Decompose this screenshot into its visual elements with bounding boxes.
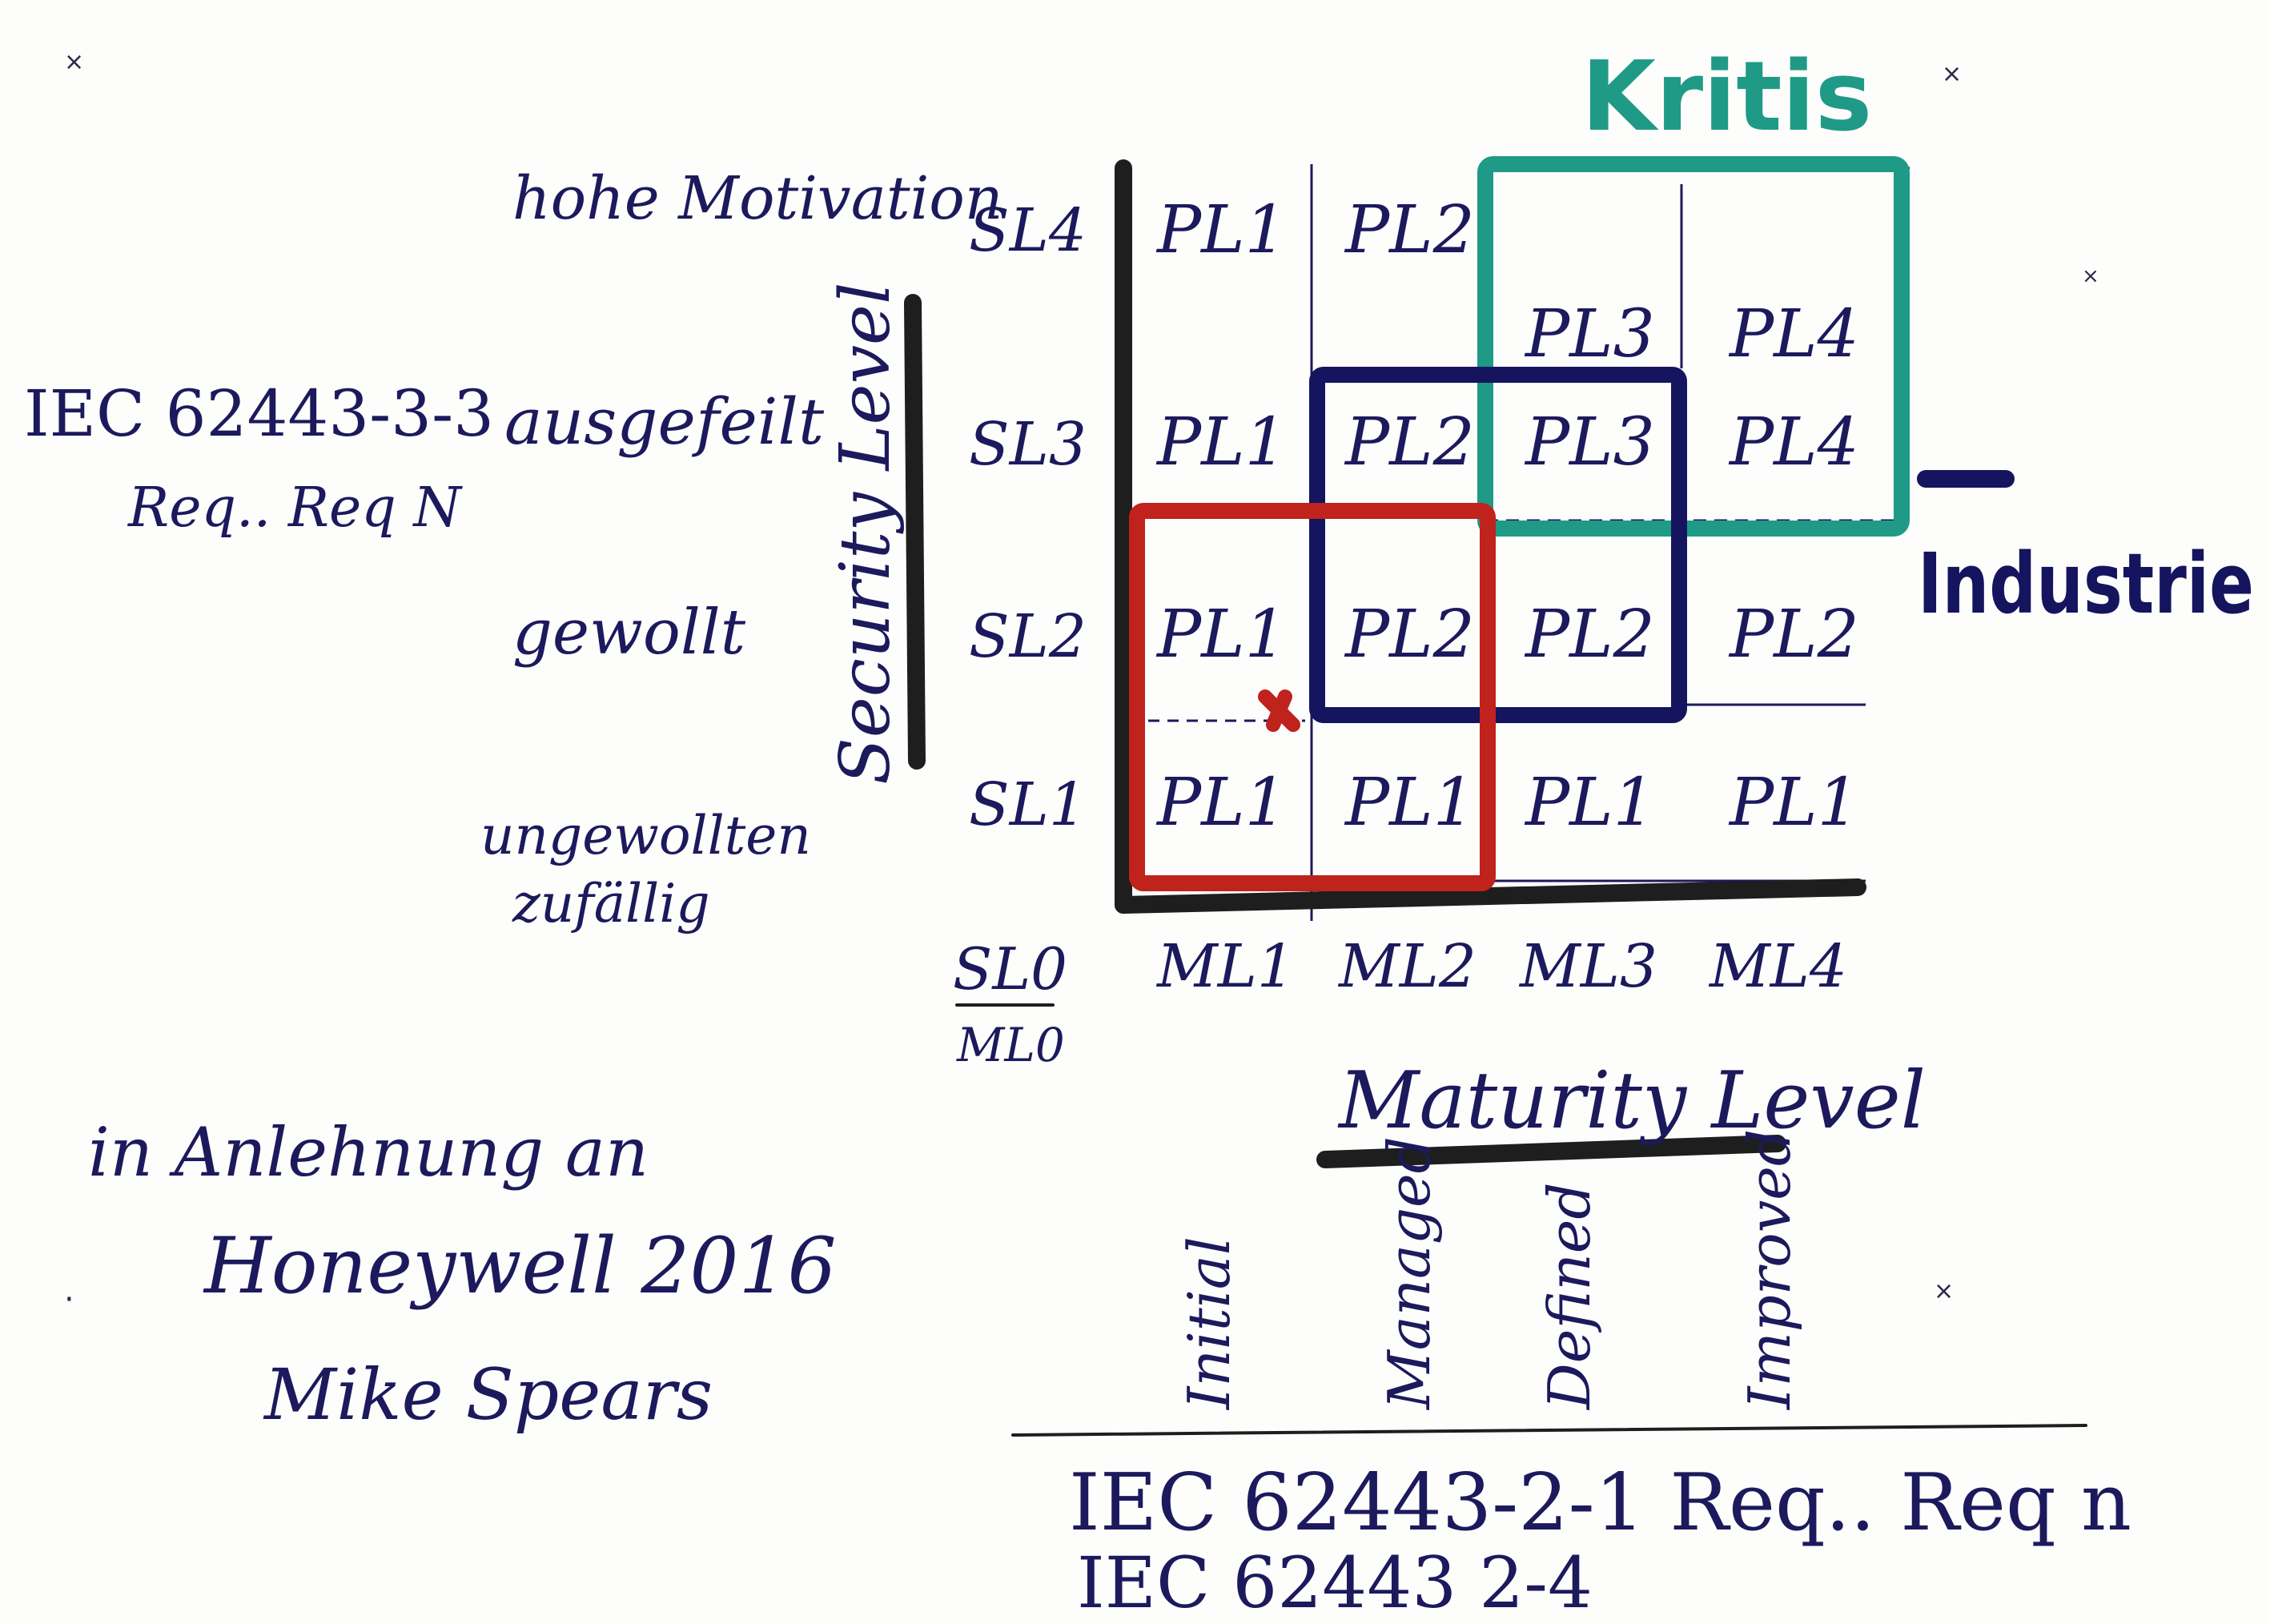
security-level-label: SL4 [969,196,1087,265]
matrix-cell-label: PL1 [1344,765,1475,841]
maturity-name-label: Improved [1736,1129,1803,1411]
matrix-cell-label: PL3 [1524,404,1655,480]
maturity-names: Initial Managed Defined Improved [1175,1129,1803,1411]
security-level-label: SL1 [969,770,1087,839]
matrix-cell-label: PL2 [1344,597,1475,673]
matrix-cell-label: PL1 [1728,765,1859,841]
matrix-cell-label: PL2 [1524,597,1655,673]
maturity-name-label: Initial [1175,1236,1243,1411]
matrix-cell-label: PL2 [1728,597,1859,673]
maturity-axis-label: Maturity Level [1337,1055,1926,1147]
region-industrie-label: Industrie [1918,535,2254,633]
bottom-rule [1013,1425,2086,1435]
matrix-cell-label: PL1 [1155,765,1287,841]
matrix-cell-label: PL4 [1728,296,1859,372]
matrix-cell-label: PL4 [1728,404,1859,480]
matrix-cell-label: PL1 [1155,192,1287,268]
security-axis-label: Security Level [826,283,906,785]
maturity-level-label: ML2 [1337,932,1477,1001]
matrix-cell-label: PL2 [1344,192,1475,268]
axes [913,168,2086,1435]
red-mark [1265,697,1293,725]
origin-sl-label: SL0 [953,935,1067,1003]
origin-ml-label: ML0 [956,1018,1065,1072]
maturity-level-label: ML4 [1708,932,1847,1001]
region-kritis-label: Kritis [1581,42,1872,153]
maturity-level-label: ML1 [1155,932,1295,1001]
security-label-bar [913,303,917,761]
security-level-label: SL2 [969,602,1087,671]
security-level-label: SL3 [969,410,1087,479]
maturity-name-label: Managed [1376,1136,1443,1411]
maturity-level-labels: ML1 ML2 ML3 ML4 [1155,932,1847,1001]
matrix-cell-label: PL1 [1155,597,1287,673]
security-level-labels: SL4SL3SL2SL1 [969,196,1087,839]
matrix-cell-label: PL3 [1524,296,1655,372]
maturity-level-label: ML3 [1518,932,1657,1001]
maturity-name-label: Defined [1536,1183,1603,1411]
matrix-cell-label: PL2 [1344,404,1475,480]
matrix-cell-label: PL1 [1524,765,1655,841]
matrix-cell-label: PL1 [1155,404,1287,480]
